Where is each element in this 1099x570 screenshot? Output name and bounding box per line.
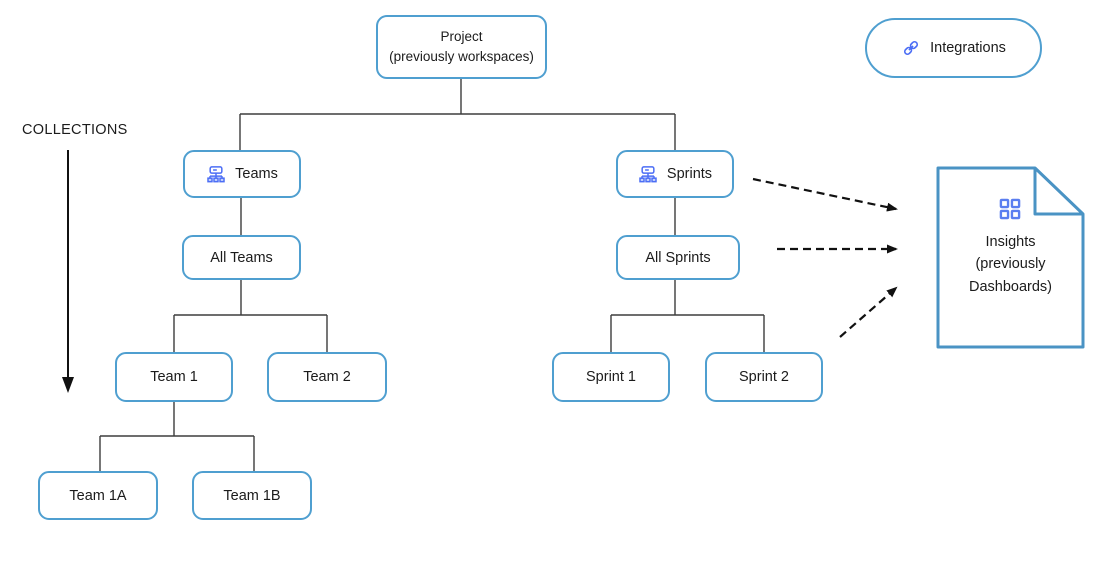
collections-label: COLLECTIONS xyxy=(22,122,128,138)
node-all-teams-label: All Teams xyxy=(210,249,273,266)
node-sprint2-label: Sprint 2 xyxy=(739,369,789,385)
node-team1b: Team 1B xyxy=(192,471,312,520)
node-team1a-label: Team 1A xyxy=(69,487,127,504)
node-project: Project (previously workspaces) xyxy=(376,15,547,79)
node-insights-line3: Dashboards) xyxy=(968,278,1052,295)
dashed-arrow-sprint2-to-insights xyxy=(839,286,898,338)
node-insights-line2: (previously xyxy=(975,256,1046,273)
node-sprint1-label: Sprint 1 xyxy=(586,369,636,385)
sitemap-icon xyxy=(206,164,226,184)
node-all-sprints-label: All Sprints xyxy=(645,249,711,266)
node-sprint2: Sprint 2 xyxy=(705,352,823,402)
node-all-sprints: All Sprints xyxy=(616,235,740,280)
grid-icon xyxy=(999,198,1021,220)
node-team2: Team 2 xyxy=(267,352,387,402)
node-project-line2: (previously workspaces) xyxy=(389,49,534,64)
node-team1b-label: Team 1B xyxy=(223,487,281,504)
node-integrations-label: Integrations xyxy=(930,40,1006,56)
node-sprint1: Sprint 1 xyxy=(552,352,670,402)
node-team1a: Team 1A xyxy=(38,471,158,520)
node-team2-label: Team 2 xyxy=(303,369,351,385)
node-sprints: Sprints xyxy=(616,150,734,198)
node-integrations: Integrations xyxy=(865,18,1042,78)
node-team1-label: Team 1 xyxy=(150,369,198,385)
node-teams-label: Teams xyxy=(235,166,278,182)
node-project-line1: Project xyxy=(440,28,483,44)
collections-down-arrow xyxy=(62,150,74,393)
sitemap-icon xyxy=(638,164,658,184)
link-icon xyxy=(901,38,921,58)
node-all-teams: All Teams xyxy=(182,235,301,280)
node-sprints-label: Sprints xyxy=(666,166,713,182)
node-insights-line1: Insights xyxy=(985,234,1036,250)
node-insights-text: Insights (previously Dashboards) xyxy=(938,231,1083,298)
node-teams: Teams xyxy=(183,150,301,198)
node-team1: Team 1 xyxy=(115,352,233,402)
dashed-arrow-sprints-to-insights xyxy=(752,177,898,212)
